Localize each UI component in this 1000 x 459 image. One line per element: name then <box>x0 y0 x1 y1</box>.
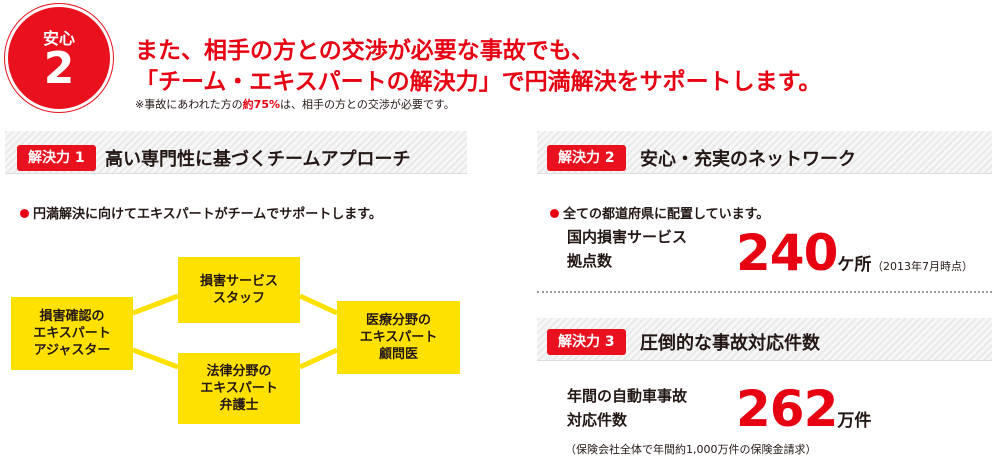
connector-bottom-right <box>298 347 339 370</box>
solution2-tag: 解決力 2 <box>547 145 626 171</box>
anshin-badge: 安心 2 <box>5 4 113 112</box>
connector-top-right <box>298 293 339 316</box>
solution2-bullet-text: 全ての都道府県に配置しています。 <box>563 207 770 222</box>
solution3-unit: 万件 <box>837 411 872 431</box>
solution1-tag: 解決力 1 <box>17 145 96 171</box>
connector-left-bottom <box>132 347 179 370</box>
solution3-stat: 262万件 <box>736 384 871 434</box>
bullet-dot <box>20 209 29 218</box>
solution2-title: 安心・充実のネットワーク <box>640 149 856 170</box>
solution3-title: 圧倒的な事故対応件数 <box>640 333 820 354</box>
doctor-box: 医療分野の エキスパート 顧問医 <box>337 301 460 374</box>
solution3-value: 262 <box>736 380 838 438</box>
solution1-title: 高い専門性に基づくチームアプローチ <box>105 149 411 170</box>
staff-box: 損害サービス スタッフ <box>178 257 300 323</box>
footnote-prefix: ※事故にあわれた方の <box>135 98 243 111</box>
headline-line-2: 「チーム・エキスパートの解決力」で円満解決をサポートします。 <box>135 69 822 95</box>
connector-left-top <box>132 293 179 316</box>
solution3-note: （保険会社全体で年間約1,000万件の保険金請求） <box>565 443 817 456</box>
solution2-bullet: 全ての都道府県に配置しています。 <box>550 203 769 222</box>
solution3-label: 年間の自動車事故 対応件数 <box>567 387 688 429</box>
solution3-tag: 解決力 3 <box>547 329 626 355</box>
solution1-bullet-text: 円満解決に向けてエキスパートがチームでサポートします。 <box>33 207 382 222</box>
solution2-label: 国内損害サービス 拠点数 <box>567 228 688 270</box>
solution2-stat: 240ケ所 <box>736 228 871 278</box>
footnote-suffix: は、相手の方との交渉が必要です。 <box>280 98 455 111</box>
solution2-note: （2013年7月時点） <box>872 260 973 273</box>
section-divider <box>537 291 992 293</box>
badge-label: 安心 <box>42 29 75 48</box>
team-diagram-connectors <box>132 293 339 370</box>
adjuster-box: 損害確認の エキスパート アジャスター <box>11 297 133 370</box>
lawyer-box: 法律分野の エキスパート 弁護士 <box>178 353 300 424</box>
badge-number: 2 <box>43 43 75 94</box>
solution1-bullet: 円満解決に向けてエキスパートがチームでサポートします。 <box>20 203 382 222</box>
solution2-unit: ケ所 <box>837 255 872 275</box>
bullet-dot <box>550 209 559 218</box>
footnote: ※事故にあわれた方の約75%は、相手の方との交渉が必要です。 <box>135 96 455 112</box>
footnote-emphasis: 約75% <box>242 98 281 111</box>
headline-line-1: また、相手の方との交渉が必要な事故でも、 <box>135 38 595 64</box>
solution2-value: 240 <box>736 224 838 282</box>
